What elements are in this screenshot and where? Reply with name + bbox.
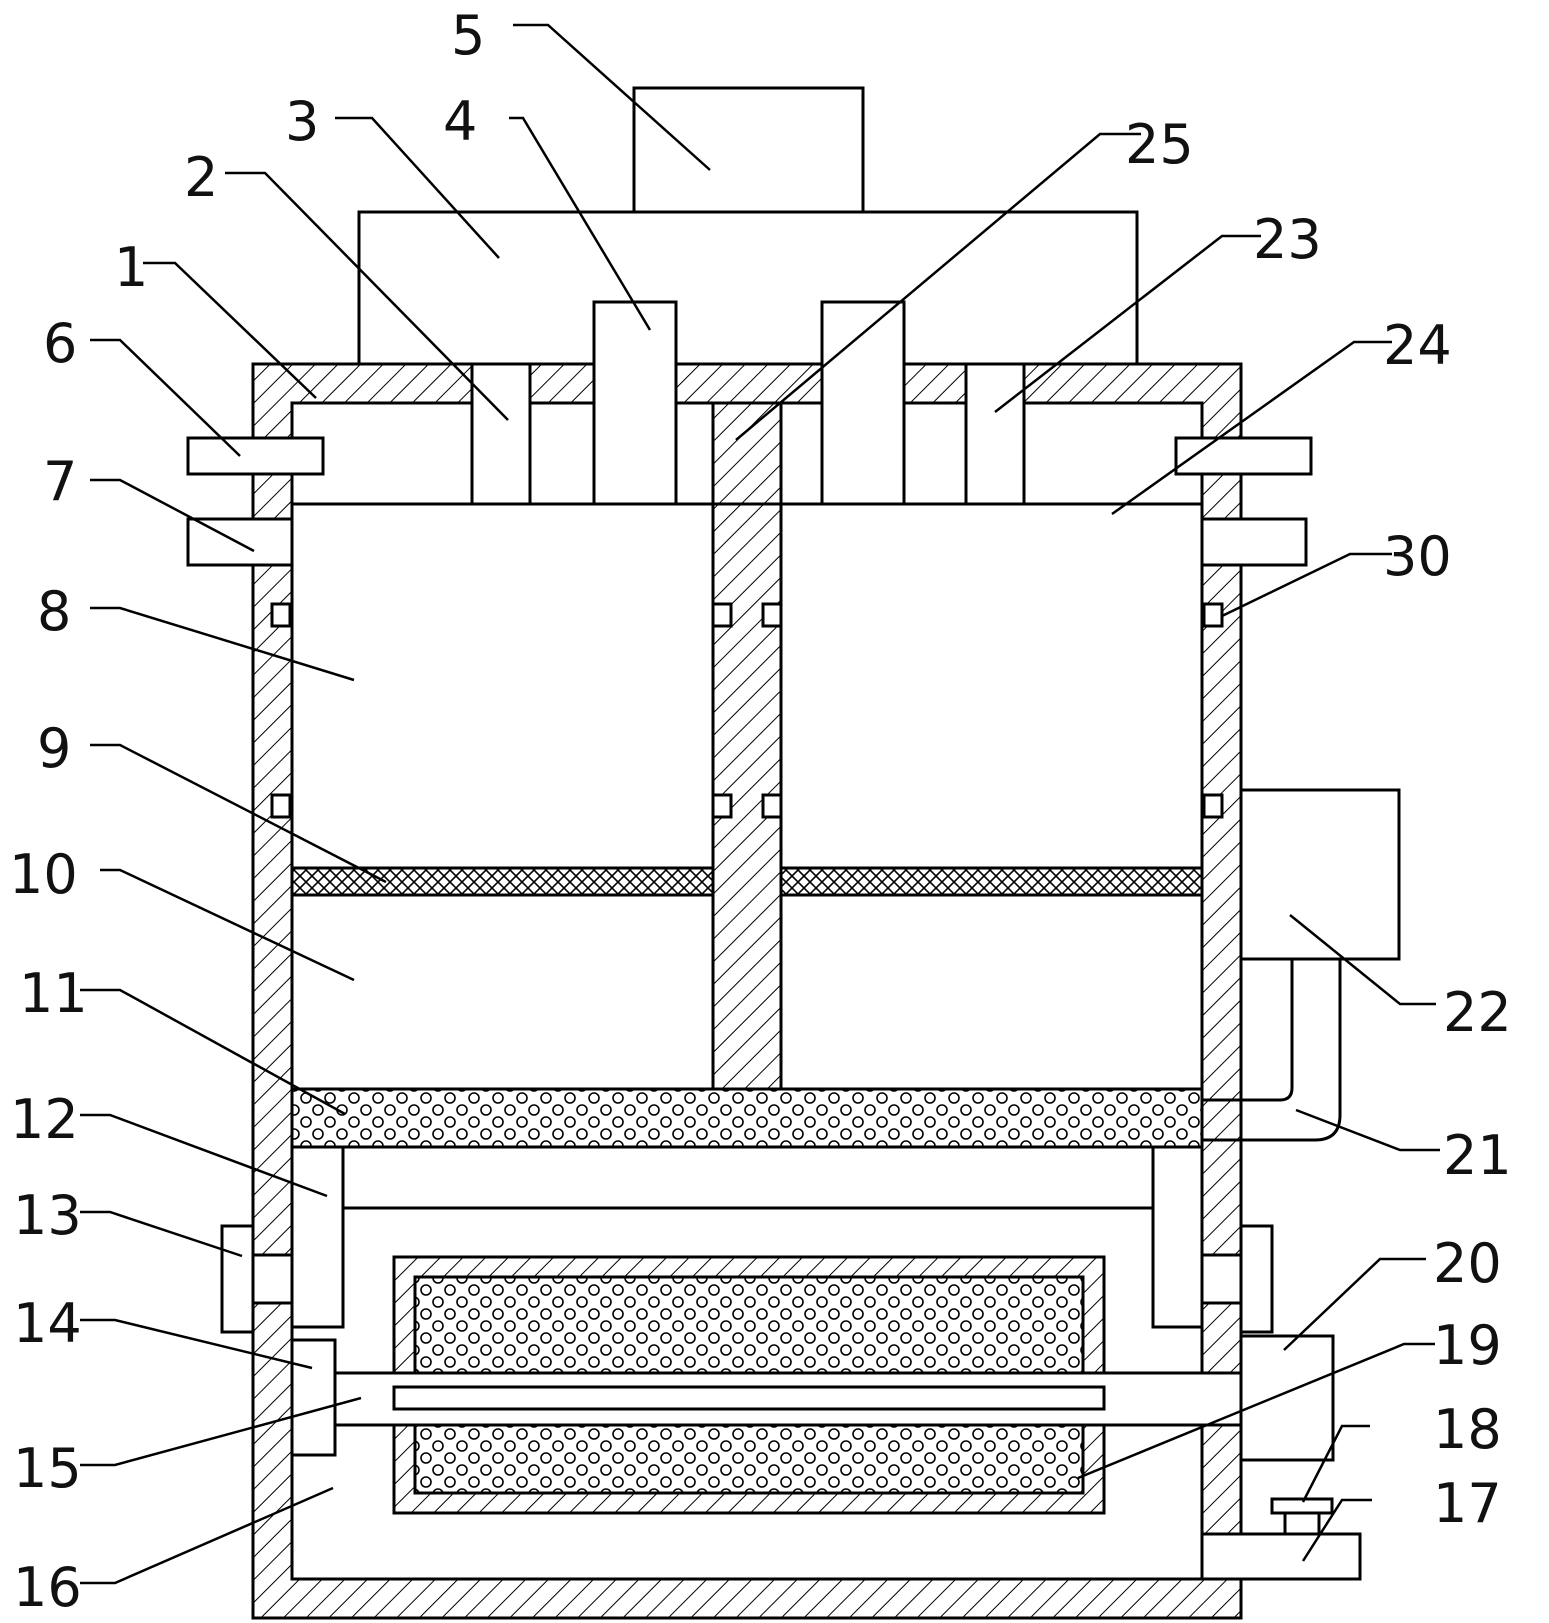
valve-stem-18 (1283, 1510, 1321, 1536)
valve-cap-18 (1270, 1497, 1334, 1515)
frame-12 (292, 1145, 345, 1329)
callout-10: 10 (9, 843, 78, 906)
block-30-r2 (1202, 793, 1224, 819)
block-30-c1 (711, 602, 733, 628)
screen-9-right (779, 866, 1204, 897)
callout-19: 19 (1433, 1314, 1502, 1377)
block-30-c4 (761, 793, 783, 819)
motor-base-3 (357, 210, 1139, 366)
callout-15: 15 (13, 1437, 82, 1500)
side-block-13 (220, 1224, 255, 1334)
port-6 (186, 436, 325, 476)
port-right-lower (1200, 517, 1308, 567)
block-30-r1 (1202, 602, 1224, 628)
callout-14: 14 (13, 1292, 82, 1355)
callout-12: 12 (10, 1088, 79, 1151)
block-30-c2 (761, 602, 783, 628)
center-post-25 (711, 401, 783, 1091)
port-7 (186, 517, 294, 567)
port-right-upper (1174, 436, 1313, 476)
callout-5: 5 (451, 4, 485, 67)
callout-2: 2 (184, 146, 218, 209)
callout-8: 8 (37, 580, 71, 643)
shaft-15-core (392, 1385, 1106, 1411)
callout-21: 21 (1443, 1124, 1512, 1187)
drawing-body (186, 86, 1401, 1620)
shaft-4-right (820, 300, 906, 506)
callout-16: 16 (13, 1556, 82, 1619)
callout-4: 4 (443, 90, 477, 153)
callout-23: 23 (1253, 208, 1322, 271)
callout-25: 25 (1125, 113, 1194, 176)
callout-13: 13 (13, 1184, 82, 1247)
bearing-14 (290, 1338, 337, 1457)
motor-box-5 (632, 86, 865, 214)
block-30-c3 (711, 793, 733, 819)
callout-3: 3 (285, 90, 319, 153)
callout-18: 18 (1433, 1398, 1502, 1461)
callout-20: 20 (1433, 1232, 1502, 1295)
callout-7: 7 (43, 450, 77, 513)
callout-6: 6 (43, 312, 77, 375)
callout-17: 17 (1433, 1472, 1502, 1535)
side-block-13-inner (251, 1253, 294, 1305)
motor-20 (1239, 1334, 1335, 1462)
callout-24: 24 (1383, 314, 1452, 377)
side-block-right-inner (1200, 1253, 1243, 1305)
drum-19-upper (413, 1275, 1085, 1375)
shaft-4-left (592, 300, 678, 506)
screen-9-left (290, 866, 715, 897)
side-block-right (1239, 1224, 1274, 1334)
drum-19-lower (413, 1423, 1085, 1495)
callout-30: 30 (1383, 525, 1452, 588)
callout-1: 1 (114, 236, 148, 299)
shaft-2 (470, 362, 532, 506)
callout-9: 9 (37, 717, 71, 780)
frame-12-right (1151, 1145, 1202, 1329)
pump-22 (1239, 788, 1401, 961)
callout-labels: 5 3 4 25 2 23 1 24 6 7 30 8 9 10 11 22 1… (9, 4, 1512, 1619)
callout-22: 22 (1443, 981, 1512, 1044)
leader-lines (80, 23, 1440, 1585)
filter-11 (290, 1087, 1204, 1149)
block-30-l2 (270, 793, 292, 819)
shaft-23 (964, 362, 1026, 506)
callout-11: 11 (19, 962, 88, 1025)
outlet-17 (1200, 1532, 1362, 1581)
block-30-l1 (270, 602, 292, 628)
pipe-21 (1202, 959, 1342, 1142)
